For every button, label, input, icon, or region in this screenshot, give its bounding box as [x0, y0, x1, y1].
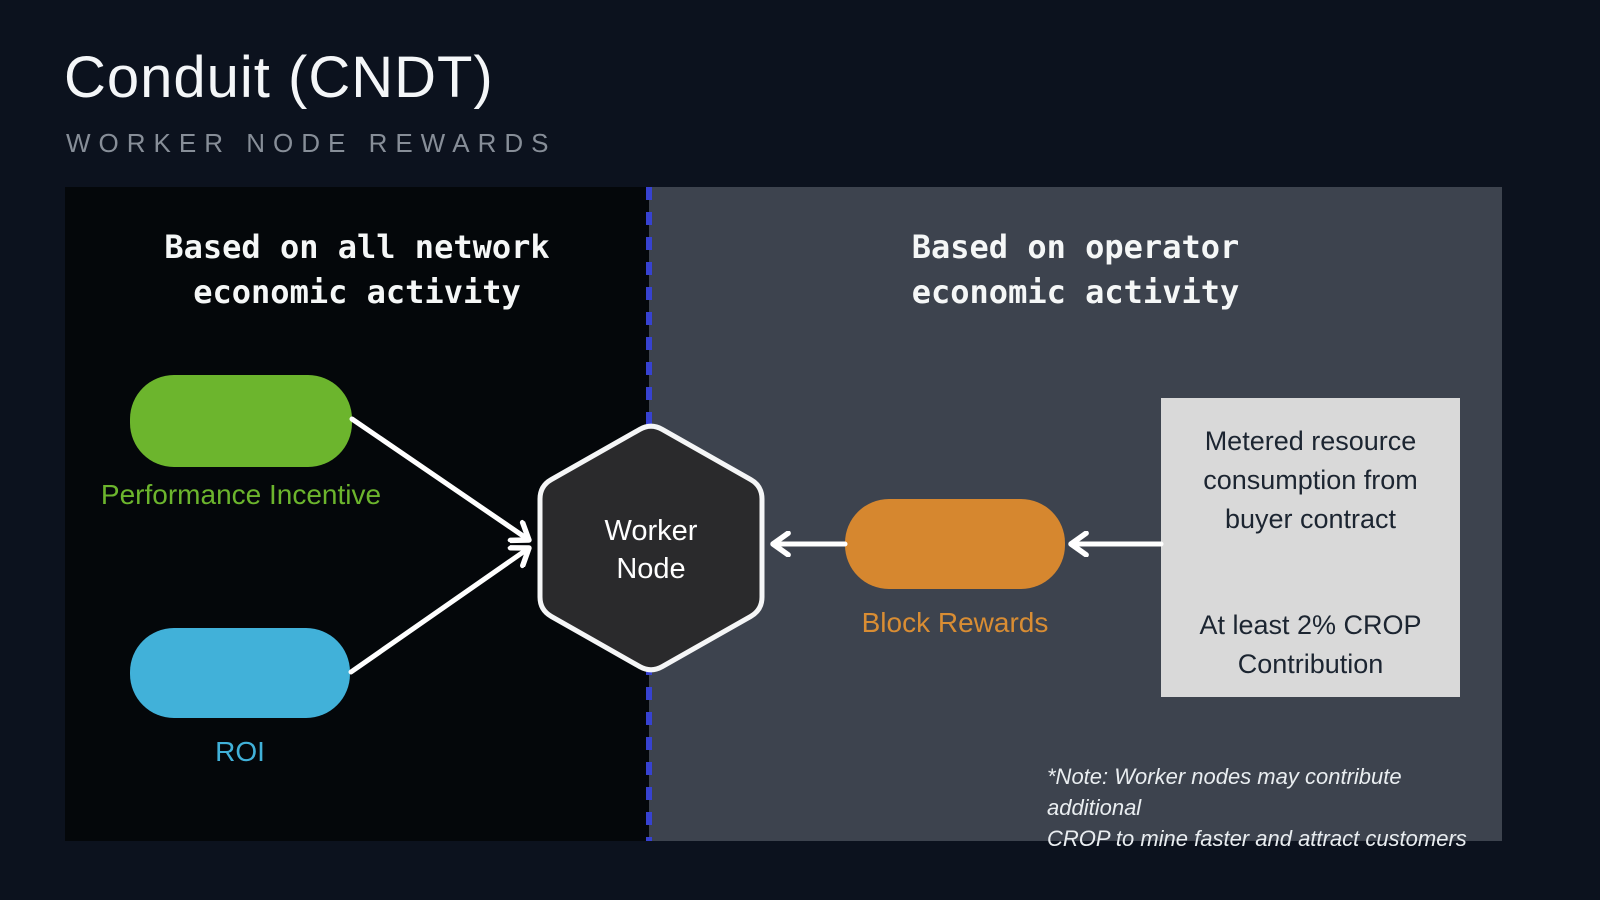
info-box-bottom-text: At least 2% CROP Contribution	[1161, 606, 1460, 684]
block-rewards-label: Block Rewards	[861, 607, 1049, 638]
block-rewards-node	[845, 499, 1065, 589]
info-box-line5: Contribution	[1237, 649, 1384, 679]
right-panel-heading-line2: economic activity	[911, 273, 1240, 311]
footnote-line1: *Note: Worker nodes may contribute addit…	[1047, 764, 1402, 820]
info-box-line3: buyer contract	[1224, 504, 1397, 534]
left-panel-heading-line1: Based on all network	[164, 228, 550, 266]
metered-resource-info-box: Metered resource consumption from buyer …	[1161, 398, 1460, 697]
roi-node	[130, 628, 350, 718]
info-box-line1: Metered resource	[1204, 426, 1417, 456]
left-panel-heading-line2: economic activity	[193, 273, 521, 311]
performance-incentive-label: Performance Incentive	[100, 479, 382, 510]
info-box-line2: consumption from	[1203, 465, 1418, 495]
roi-label: ROI	[215, 736, 265, 767]
footnote: *Note: Worker nodes may contribute addit…	[1047, 761, 1487, 854]
page-subtitle: WORKER NODE REWARDS	[66, 128, 557, 158]
left-panel-heading: Based on all network economic activity	[65, 225, 649, 315]
right-panel-heading: Based on operator economic activity	[649, 225, 1502, 315]
performance-incentive-node	[130, 375, 352, 467]
info-box-line4: At least 2% CROP	[1199, 610, 1422, 640]
page-title: Conduit (CNDT)	[64, 45, 494, 110]
worker-node-rewards-diagram: Based on all network economic activity B…	[65, 187, 1502, 851]
footnote-line2: CROP to mine faster and attract customer…	[1047, 826, 1467, 851]
right-panel-heading-line1: Based on operator	[911, 228, 1240, 266]
info-box-top-text: Metered resource consumption from buyer …	[1161, 422, 1460, 539]
